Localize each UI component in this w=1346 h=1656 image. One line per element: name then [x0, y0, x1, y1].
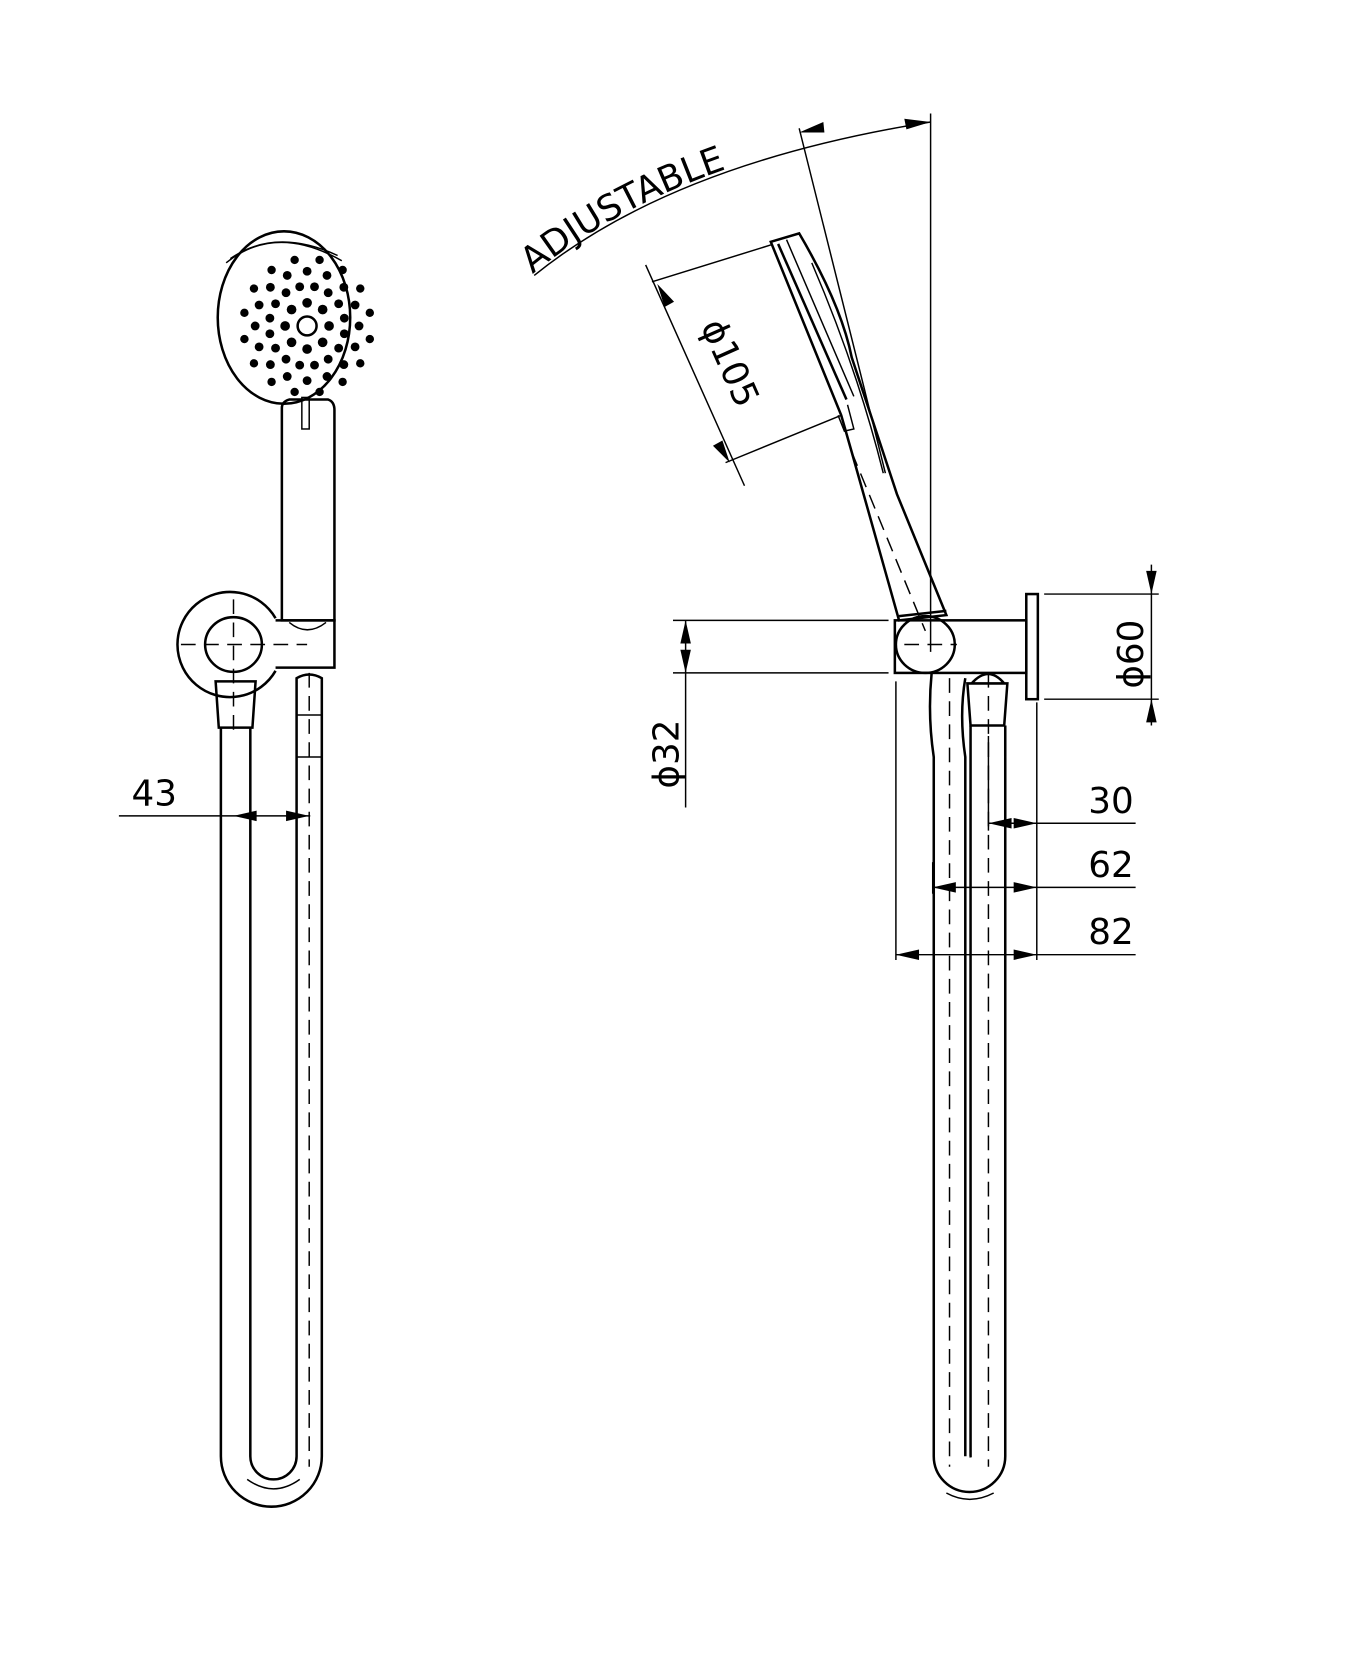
spray-nozzle [302, 376, 312, 386]
spray-nozzle [322, 372, 332, 381]
spray-nozzle [310, 360, 319, 370]
spray-nozzle [350, 342, 360, 352]
spray-nozzles [240, 255, 375, 397]
spray-nozzle [339, 282, 349, 292]
spray-nozzle [339, 329, 349, 339]
spray-nozzle [338, 265, 347, 275]
spray-nozzle [323, 288, 333, 298]
spray-nozzle [249, 359, 259, 368]
hose-side [928, 672, 1007, 1501]
side-view: ADJUSTABLE [513, 113, 1159, 1501]
spray-nozzle [249, 284, 259, 293]
spray-nozzle [281, 354, 291, 364]
spray-nozzle [271, 343, 280, 353]
spray-nozzle [295, 360, 305, 370]
spray-nozzle [365, 308, 375, 318]
hose-connector-front [214, 680, 257, 729]
spray-nozzle [354, 321, 364, 331]
spray-nozzle [254, 342, 264, 352]
spray-nozzle [286, 337, 297, 348]
dimension-30-label: 30 [1088, 781, 1133, 822]
front-view: 43 [118, 230, 375, 1508]
spray-nozzle [267, 377, 276, 387]
spray-nozzle [265, 360, 275, 370]
spray-nozzle [302, 344, 312, 354]
spray-nozzle [290, 255, 299, 265]
hand-shower-side [769, 231, 949, 632]
spray-nozzle [281, 288, 291, 298]
dimension-phi32: ϕ32 [646, 619, 889, 808]
center-nozzle [296, 315, 318, 337]
dimension-43-label: 43 [132, 773, 177, 814]
spray-nozzle [302, 297, 312, 308]
spray-nozzle [290, 387, 299, 397]
spray-nozzle [240, 308, 249, 318]
dimension-offsets: 30 62 82 [895, 681, 1136, 960]
spray-nozzle [265, 329, 275, 339]
hose-front [219, 672, 324, 1508]
spray-nozzle [317, 304, 328, 315]
spray-nozzle [302, 266, 312, 276]
hose-connector-side [966, 672, 1009, 727]
spray-nozzle [323, 354, 333, 364]
wall-plate [1025, 592, 1040, 701]
spray-nozzle [317, 337, 328, 348]
dimension-phi32-label: ϕ32 [646, 720, 687, 789]
spray-nozzle [280, 321, 290, 331]
spray-nozzle [356, 284, 365, 293]
spray-nozzle [254, 300, 264, 310]
spray-nozzle [324, 321, 334, 331]
dimension-phi60: ϕ60 [1044, 564, 1159, 726]
spray-nozzle [315, 255, 324, 265]
spray-nozzle [282, 271, 292, 280]
spray-nozzle [315, 387, 324, 397]
spray-nozzle [334, 343, 344, 353]
spray-nozzle [250, 321, 260, 331]
spray-nozzle [240, 334, 249, 344]
shower-head-front [216, 230, 375, 430]
dimension-62-label: 62 [1088, 845, 1133, 886]
spray-nozzle [356, 359, 365, 368]
adjustable-label: ADJUSTABLE [513, 139, 730, 281]
spray-nozzle [310, 282, 319, 292]
spray-nozzle [271, 299, 280, 309]
spray-nozzle [282, 372, 292, 381]
wall-bracket-front [176, 590, 336, 736]
spray-nozzle [265, 282, 275, 292]
dimension-phi60-label: ϕ60 [1111, 620, 1152, 689]
dimension-phi105: ϕ105 [644, 244, 842, 487]
handle-front [280, 398, 336, 622]
spray-nozzle [286, 304, 297, 315]
spray-nozzle [350, 300, 360, 310]
spray-nozzle [295, 282, 305, 292]
dimension-82-label: 82 [1088, 912, 1133, 953]
spray-nozzle [267, 265, 276, 275]
spray-nozzle [338, 377, 347, 387]
spray-nozzle [365, 334, 375, 344]
dimension-phi105-label: ϕ105 [692, 313, 767, 414]
spray-nozzle [322, 271, 332, 280]
spray-nozzle [265, 313, 275, 323]
spray-selector-lever [301, 396, 310, 430]
spray-nozzle [334, 299, 344, 309]
wall-bracket-side [893, 592, 1040, 701]
spray-nozzle [339, 313, 349, 323]
dimension-43: 43 [118, 773, 311, 822]
spray-nozzle [339, 360, 349, 370]
